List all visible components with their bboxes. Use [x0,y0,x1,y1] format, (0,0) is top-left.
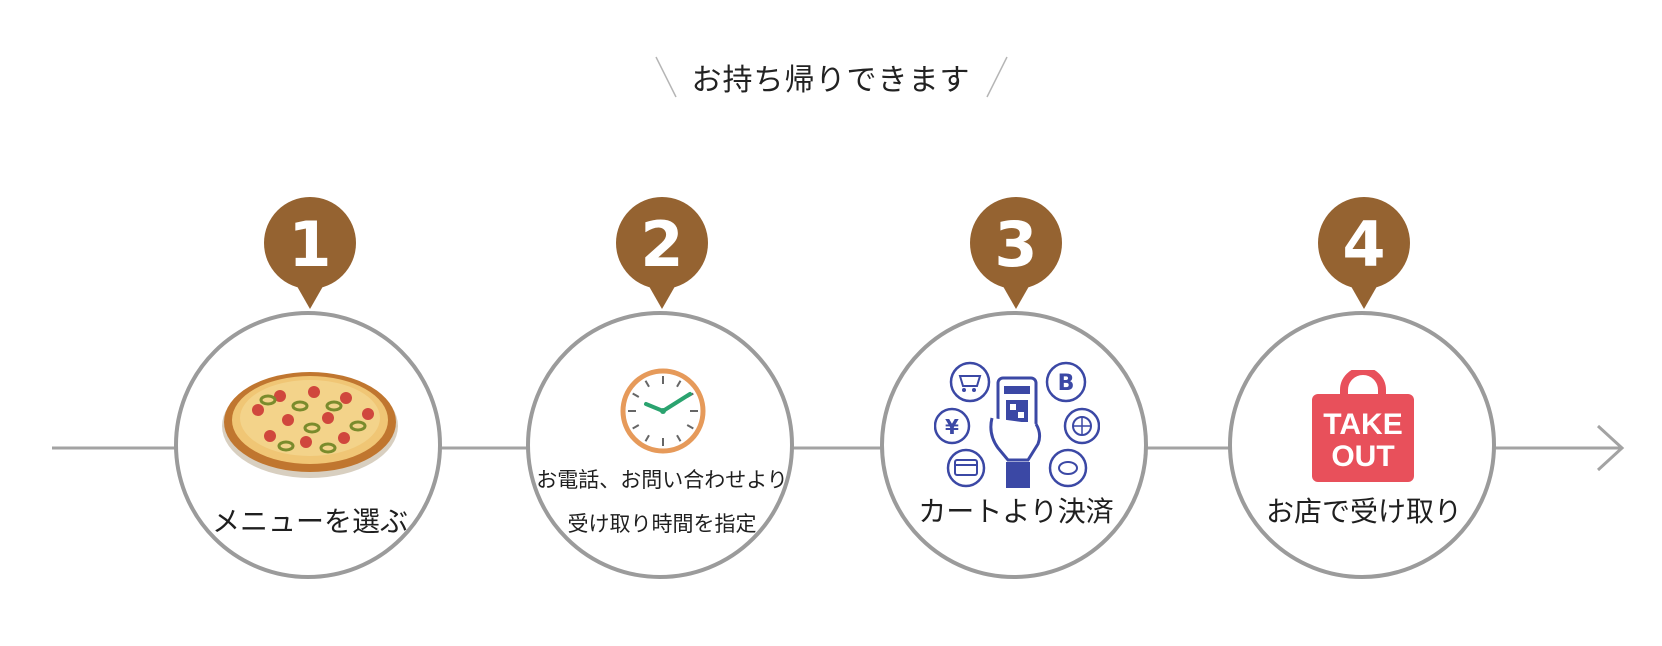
step-4-badge [1318,197,1410,309]
heading-title: お持ち帰りできます [691,63,971,98]
step-1-badge [264,197,356,309]
step-3-label: カートより決済 [918,495,1114,528]
step-3-badge [970,197,1062,309]
step-3: 3 B ¥ カートより決済 [876,0,1156,646]
step-4-number: 4 [1342,208,1386,281]
takeout-bag-line1: TAKE [1323,408,1402,441]
step-2-label-line2: 受け取り時間を指定 [567,512,757,536]
pizza-icon [222,372,398,478]
step-1-label: メニューを選ぶ [211,505,408,538]
flow-arrow-icon [1596,424,1625,472]
svg-text:B: B [1058,371,1075,396]
section-heading: お持ち帰りできます [0,52,1662,102]
step-1: 1 メニューを選ぶ [170,0,450,646]
svg-text:¥: ¥ [945,415,959,439]
mobile-payment-icon: B ¥ [934,361,1100,488]
right-slash-decoration [985,56,1008,98]
step-3-number: 3 [994,208,1038,281]
step-2: 2 お電話、お問い合わせより 受け取り時間を指定 [522,0,802,646]
left-slash-decoration [654,56,677,98]
step-2-badge [616,197,708,309]
step-4: 4 TAKE OUT お店で受け取り [1224,0,1504,646]
step-2-number: 2 [640,208,684,281]
takeout-bag-line2: OUT [1331,440,1394,473]
step-1-number: 1 [288,208,332,281]
takeout-bag-icon: TAKE OUT [1312,370,1414,482]
clock-icon [620,368,706,454]
step-4-label: お店で受け取り [1265,495,1462,528]
step-2-label-line1: お電話、お問い合わせより [536,468,788,492]
